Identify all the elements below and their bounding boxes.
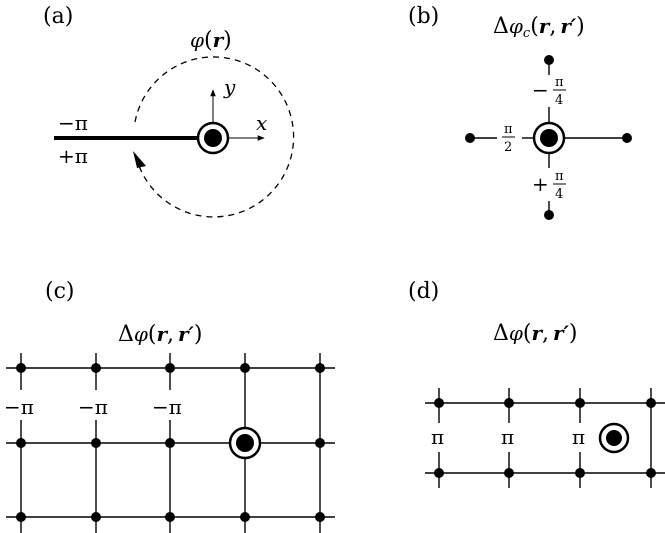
vortex-icon (228, 426, 262, 460)
site-dot-icon (544, 210, 554, 220)
svg-text:π: π (555, 75, 564, 90)
panel-b: (b) Δφc(r,r′) − π 4 π 2 + (408, 4, 632, 220)
axis-x-label: x (256, 111, 267, 135)
axis-y-label: y (223, 75, 236, 99)
phase-field-label: φ(r) (190, 28, 232, 53)
link-value: π (572, 425, 585, 449)
site-dot-icon (544, 55, 554, 65)
site-dots (434, 398, 656, 478)
panel-b-label: (b) (408, 4, 439, 29)
link-value: −π (152, 395, 182, 419)
cut-label-top: −π (58, 111, 88, 135)
panel-c-title: Δφ(r,r′) (118, 322, 202, 347)
site-dots (16, 363, 325, 522)
svg-text:π: π (555, 169, 564, 184)
svg-text:4: 4 (555, 187, 563, 202)
svg-text:π: π (504, 122, 513, 137)
link-value: −π (78, 395, 108, 419)
bottom-link-value: + π 4 (532, 169, 566, 202)
panel-b-title: Δφc(r,r′) (493, 14, 585, 41)
panel-d: (d) Δφ(r,r′) π π π (408, 279, 665, 488)
panel-c: (c) Δφ(r,r′) −π −π −π (4, 279, 335, 533)
svg-text:−: − (532, 78, 549, 102)
panel-d-title: Δφ(r,r′) (493, 321, 577, 346)
site-dot-icon (622, 133, 632, 143)
winding-path (134, 56, 295, 218)
vortex-icon (532, 121, 566, 155)
vortex-icon (196, 121, 230, 155)
left-link-value: π 2 (502, 122, 515, 155)
link-value: π (501, 425, 514, 449)
vortex-icon (598, 422, 630, 454)
site-dot-icon (465, 133, 475, 143)
cut-label-bottom: +π (58, 144, 88, 168)
svg-text:+: + (532, 172, 549, 196)
link-value: π (431, 425, 444, 449)
panel-a-label: (a) (43, 4, 73, 29)
panel-c-label: (c) (45, 279, 75, 304)
panel-a: (a) φ(r) −π +π y x (43, 4, 295, 218)
top-link-value: − π 4 (532, 75, 566, 108)
svg-text:4: 4 (555, 93, 563, 108)
winding-arrow-icon (133, 151, 146, 168)
panel-d-label: (d) (408, 279, 439, 304)
link-value: −π (4, 395, 34, 419)
svg-text:2: 2 (504, 140, 512, 155)
